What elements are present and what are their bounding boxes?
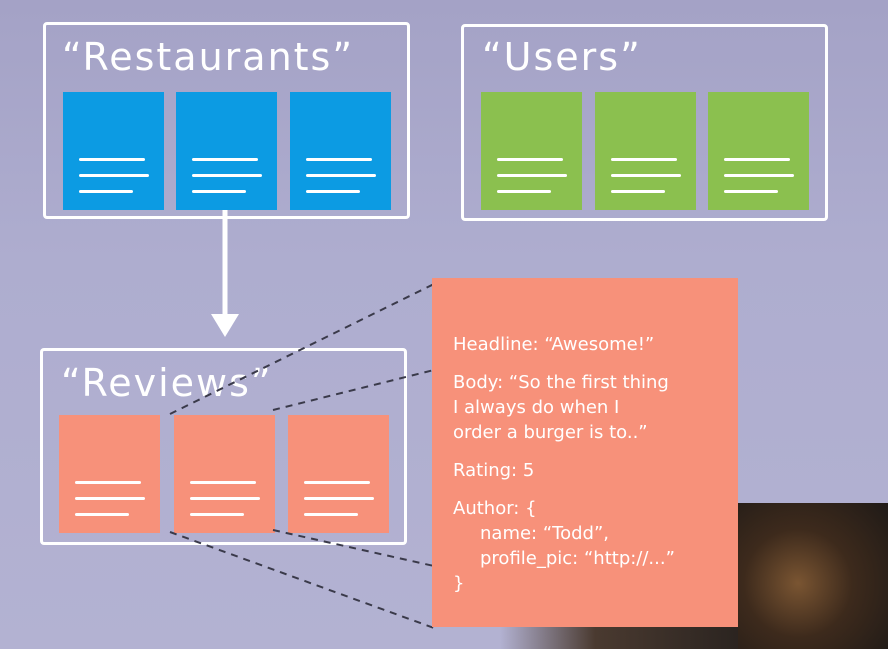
review-detail-card: Headline: “Awesome!” Body: “So the first… xyxy=(432,278,738,627)
review-body: Body: “So the first thing I always do whe… xyxy=(453,370,738,445)
author-open: Author: { xyxy=(453,498,537,519)
review-body-line-2: I always do when I xyxy=(453,397,620,418)
review-rating: Rating: 5 xyxy=(453,460,535,481)
restaurant-document xyxy=(176,92,277,210)
author-name: name: “Todd”, xyxy=(480,523,610,544)
restaurant-document xyxy=(63,92,164,210)
author-close: } xyxy=(453,573,465,594)
review-document xyxy=(59,415,160,533)
reviews-title: “Reviews” xyxy=(61,361,273,405)
user-document xyxy=(595,92,696,210)
review-document xyxy=(174,415,275,533)
reviews-collection: “Reviews” xyxy=(40,348,407,545)
zoom-line-top-right xyxy=(272,369,435,411)
zoom-line-bottom-right xyxy=(272,529,435,567)
restaurant-document xyxy=(290,92,391,210)
zoom-line-top-left xyxy=(169,283,435,415)
user-document xyxy=(708,92,809,210)
zoom-line-bottom-left xyxy=(169,531,435,629)
review-author: Author: { name: “Todd”, profile_pic: “ht… xyxy=(453,496,738,596)
review-document xyxy=(288,415,389,533)
review-body-line-3: order a burger is to..” xyxy=(453,422,648,443)
users-title: “Users” xyxy=(482,35,642,79)
restaurants-collection: “Restaurants” xyxy=(43,22,410,219)
restaurants-to-reviews-arrowhead xyxy=(211,314,239,337)
author-profile-pic: profile_pic: “http://...” xyxy=(480,548,675,569)
review-headline: Headline: “Awesome!” xyxy=(453,334,655,355)
users-collection: “Users” xyxy=(461,24,828,221)
review-body-line-1: Body: “So the first thing xyxy=(453,372,669,393)
restaurants-title: “Restaurants” xyxy=(62,35,355,79)
background-photo xyxy=(738,503,888,649)
user-document xyxy=(481,92,582,210)
